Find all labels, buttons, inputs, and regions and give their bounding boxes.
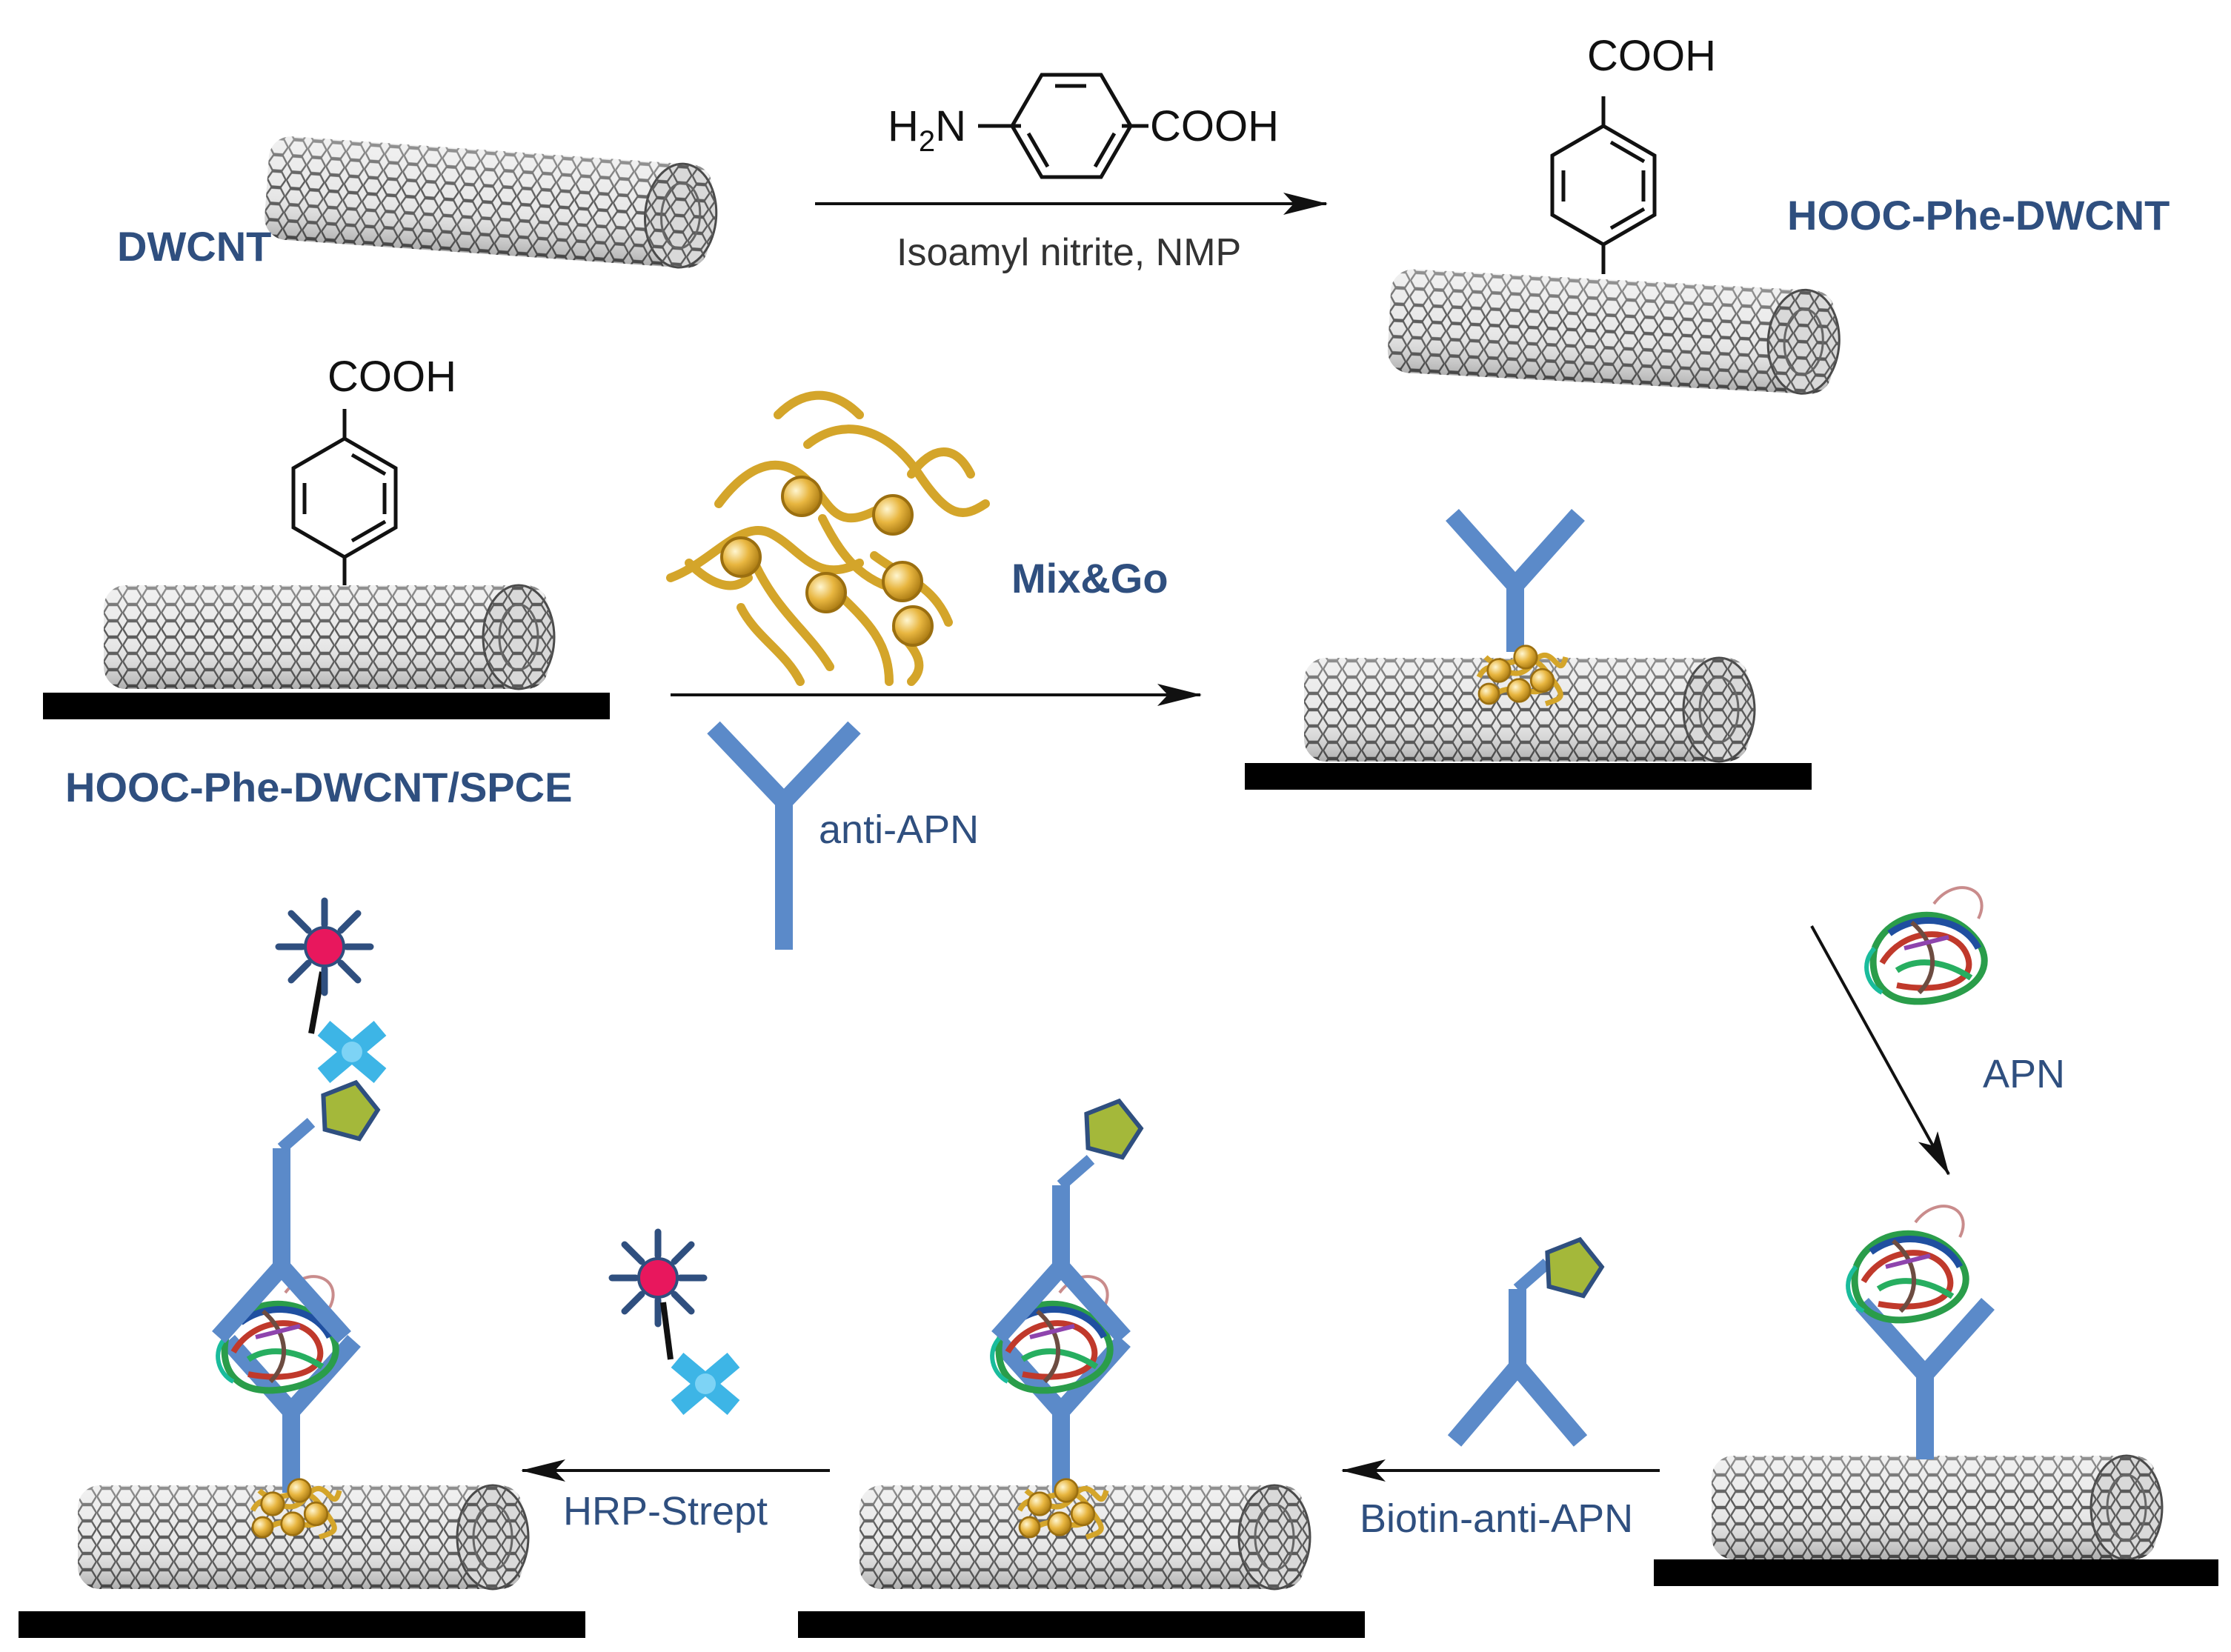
h2n-group-label: H2N xyxy=(888,102,966,158)
hrp-linker-reagent xyxy=(660,1302,674,1360)
biotin-pentagon-left xyxy=(315,1076,383,1142)
aminobenzoic-acid-structure: H2N COOH xyxy=(888,73,1279,179)
biotin-pentagon-reagent xyxy=(1539,1233,1607,1299)
streptavidin-bound-left xyxy=(324,1028,380,1076)
benzene-ring-top xyxy=(1552,96,1655,274)
mixgo-polymer xyxy=(666,390,990,686)
benzene-ring-left xyxy=(293,409,396,587)
streptavidin-reagent xyxy=(677,1360,734,1408)
cooh-right-label: COOH xyxy=(1150,102,1279,150)
hrp-enzyme-reagent xyxy=(612,1232,704,1324)
spce-electrode-bottom-left xyxy=(19,1611,585,1638)
reaction-conditions: Isoamyl nitrite, NMP xyxy=(897,231,1241,274)
functionalized-tube-top xyxy=(1385,267,1843,397)
spce-electrode-bottom-right xyxy=(1654,1559,2218,1586)
hooc-phe-dwcnt-spce-label: HOOC-Phe-DWCNT/SPCE xyxy=(65,764,572,810)
biotin-anti-apn-antibody xyxy=(1447,1258,1588,1447)
biotin-pentagon-middle xyxy=(1078,1094,1146,1160)
capture-tube-right xyxy=(1303,656,1756,763)
cooh-top-label: COOH xyxy=(1587,32,1716,80)
spce-electrode-left xyxy=(43,693,610,719)
dwcnt-label: DWCNT xyxy=(117,223,271,270)
apn-label: APN xyxy=(1983,1052,2065,1096)
spce-electrode-bottom-middle xyxy=(798,1611,1365,1638)
tube-bottom-right xyxy=(1710,1454,2164,1561)
capture-antibody-right xyxy=(1446,508,1585,652)
dwcnt-tube xyxy=(262,133,721,271)
detection-antibody-bottom-middle xyxy=(991,1154,1131,1344)
hrp-strept-label: HRP-Strept xyxy=(563,1489,768,1533)
apn-protein-bound-left xyxy=(218,1276,336,1390)
capture-antibody-bottom-right xyxy=(1855,1297,1995,1459)
hrp-enzyme-bound-left xyxy=(279,901,370,993)
reaction-arrow-apn xyxy=(1810,925,1950,1176)
anti-apn-label: anti-APN xyxy=(819,807,979,852)
spce-tube-left xyxy=(102,584,556,690)
detection-antibody-bottom-left xyxy=(212,1117,351,1344)
mixgo-label: Mix&Go xyxy=(1011,555,1168,602)
biotin-anti-apn-label: Biotin-anti-APN xyxy=(1360,1496,1633,1541)
hooc-phe-dwcnt-label: HOOC-Phe-DWCNT xyxy=(1787,192,2170,239)
spce-electrode-right xyxy=(1245,763,1812,790)
apn-protein-free xyxy=(1866,887,1984,1002)
hrp-linker-bound-left xyxy=(308,971,325,1034)
cooh-left-label: COOH xyxy=(327,353,456,401)
